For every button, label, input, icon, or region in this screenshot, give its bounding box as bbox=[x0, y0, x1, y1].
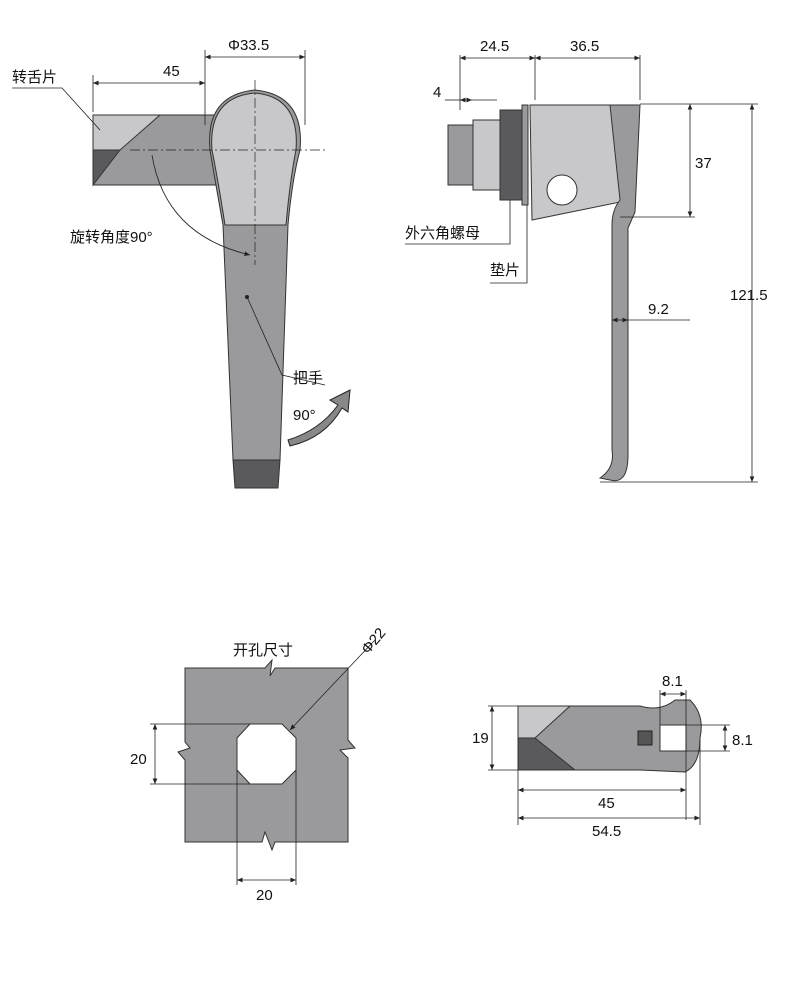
hex-nut-shaft bbox=[447, 124, 474, 186]
hex-nut bbox=[499, 109, 523, 201]
dim-4: 4 bbox=[433, 84, 441, 101]
handle-label: 把手 bbox=[293, 370, 323, 387]
cutout-width-label: 20 bbox=[256, 887, 273, 904]
tongue-label: 转舌片 bbox=[12, 69, 57, 86]
tongue-body bbox=[517, 699, 702, 773]
washer bbox=[521, 104, 529, 206]
tongue-total-label: 54.5 bbox=[592, 823, 621, 840]
side-view: 24.5 36.5 4 37 121.5 9.2 外六角螺母 垫片 bbox=[405, 38, 768, 483]
cutout-height-label: 20 bbox=[130, 751, 147, 768]
front-view: Φ33.5 45 转舌片 旋转角度90° 把手 90° bbox=[12, 37, 351, 489]
diameter-label: Φ33.5 bbox=[228, 37, 269, 54]
thread bbox=[472, 119, 504, 191]
handle-tip bbox=[232, 459, 281, 489]
rotation-label: 旋转角度90° bbox=[70, 229, 153, 246]
side-handle bbox=[598, 104, 641, 482]
rotation-arrow-icon bbox=[287, 389, 351, 447]
tongue-view: 8.1 8.1 19 45 54.5 bbox=[472, 673, 753, 840]
cutout-view: 开孔尺寸 20 20 Φ22 bbox=[130, 625, 389, 904]
dim-24-5: 24.5 bbox=[480, 38, 509, 55]
square-slot bbox=[659, 724, 687, 752]
dim-9-2: 9.2 bbox=[648, 301, 669, 318]
cutout-hole bbox=[236, 723, 297, 785]
dim-36-5: 36.5 bbox=[570, 38, 599, 55]
cutout-title: 开孔尺寸 bbox=[233, 642, 293, 659]
slot-height-label: 8.1 bbox=[732, 732, 753, 749]
handle-rotation-label: 90° bbox=[293, 407, 316, 424]
dim-37: 37 bbox=[695, 155, 712, 172]
dim-121-5: 121.5 bbox=[730, 287, 768, 304]
tongue-length-label: 45 bbox=[163, 63, 180, 80]
tongue-bevel-bottom bbox=[517, 737, 577, 771]
washer-label: 垫片 bbox=[490, 262, 520, 279]
slot-width-label: 8.1 bbox=[662, 673, 683, 690]
handle-head-highlight bbox=[211, 92, 297, 226]
tongue-length-label: 45 bbox=[598, 795, 615, 812]
hex-nut-label: 外六角螺母 bbox=[405, 225, 480, 242]
tongue-bevel-lower bbox=[92, 149, 122, 187]
tongue-height-label: 19 bbox=[472, 730, 489, 747]
